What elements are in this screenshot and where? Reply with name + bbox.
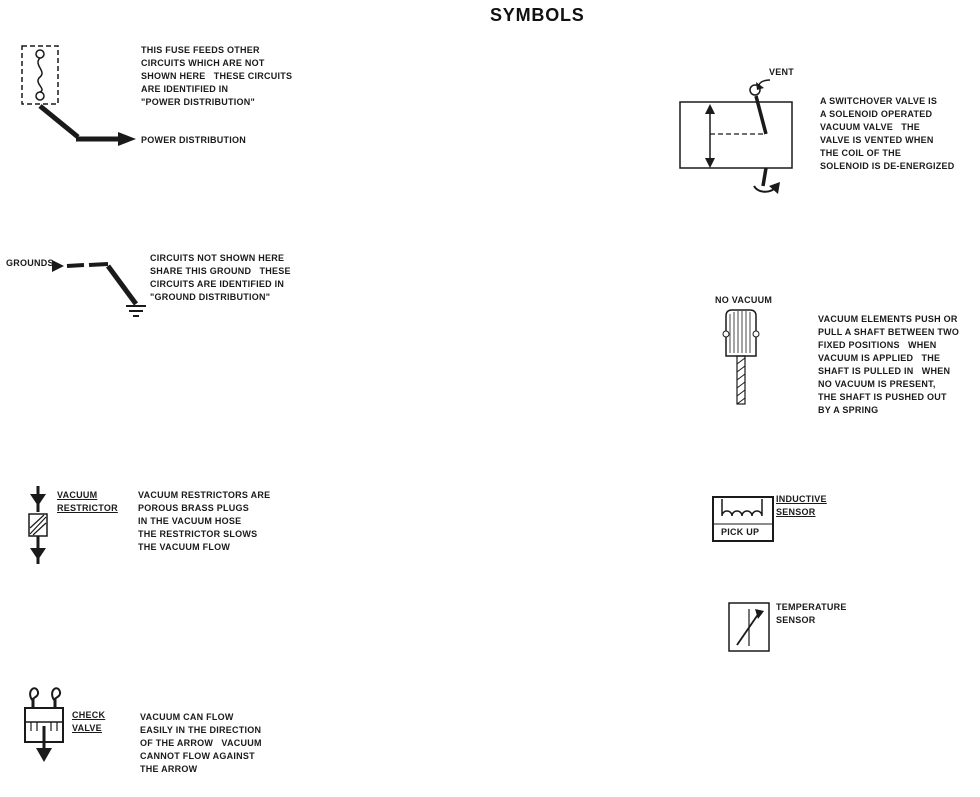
- temperature-sensor-label: TEMPERATURE SENSOR: [776, 602, 847, 625]
- fuse-description: THIS FUSE FEEDS OTHER CIRCUITS WHICH ARE…: [141, 45, 293, 107]
- grounds-label: GROUNDS: [6, 258, 54, 268]
- power-distribution-arrow-label: POWER DISTRIBUTION: [141, 135, 246, 145]
- vacuum-restrictor-description: VACUUM RESTRICTORS ARE POROUS BRASS PLUG…: [138, 490, 271, 552]
- fuse-symbol-icon: [21, 45, 136, 146]
- vacuum-restrictor-symbol-icon: [28, 486, 48, 564]
- inductive-sensor-symbol-icon: [712, 496, 774, 542]
- pick-up-label: PICK UP: [721, 527, 760, 537]
- check-valve-description: VACUUM CAN FLOW EASILY IN THE DIRECTION …: [140, 712, 262, 774]
- temperature-sensor-symbol-icon: [728, 602, 770, 652]
- check-valve-symbol-icon: [24, 687, 64, 762]
- check-valve-label: CHECK VALVE: [72, 710, 106, 733]
- ground-symbol-icon: [52, 260, 146, 317]
- switchover-valve-description: A SWITCHOVER VALVE IS A SOLENOID OPERATE…: [820, 96, 955, 171]
- vacuum-restrictor-label: VACUUM RESTRICTOR: [57, 490, 118, 513]
- vacuum-element-symbol-icon: [722, 309, 760, 405]
- grounds-description: CIRCUITS NOT SHOWN HERE SHARE THIS GROUN…: [150, 253, 291, 302]
- no-vacuum-label: NO VACUUM: [715, 295, 773, 305]
- vacuum-element-description: VACUUM ELEMENTS PUSH OR PULL A SHAFT BET…: [818, 314, 960, 415]
- inductive-sensor-label: INDUCTIVE SENSOR: [776, 494, 827, 517]
- vent-label: VENT: [769, 67, 795, 77]
- switchover-valve-symbol-icon: [679, 79, 793, 194]
- page-title: SYMBOLS: [490, 5, 585, 25]
